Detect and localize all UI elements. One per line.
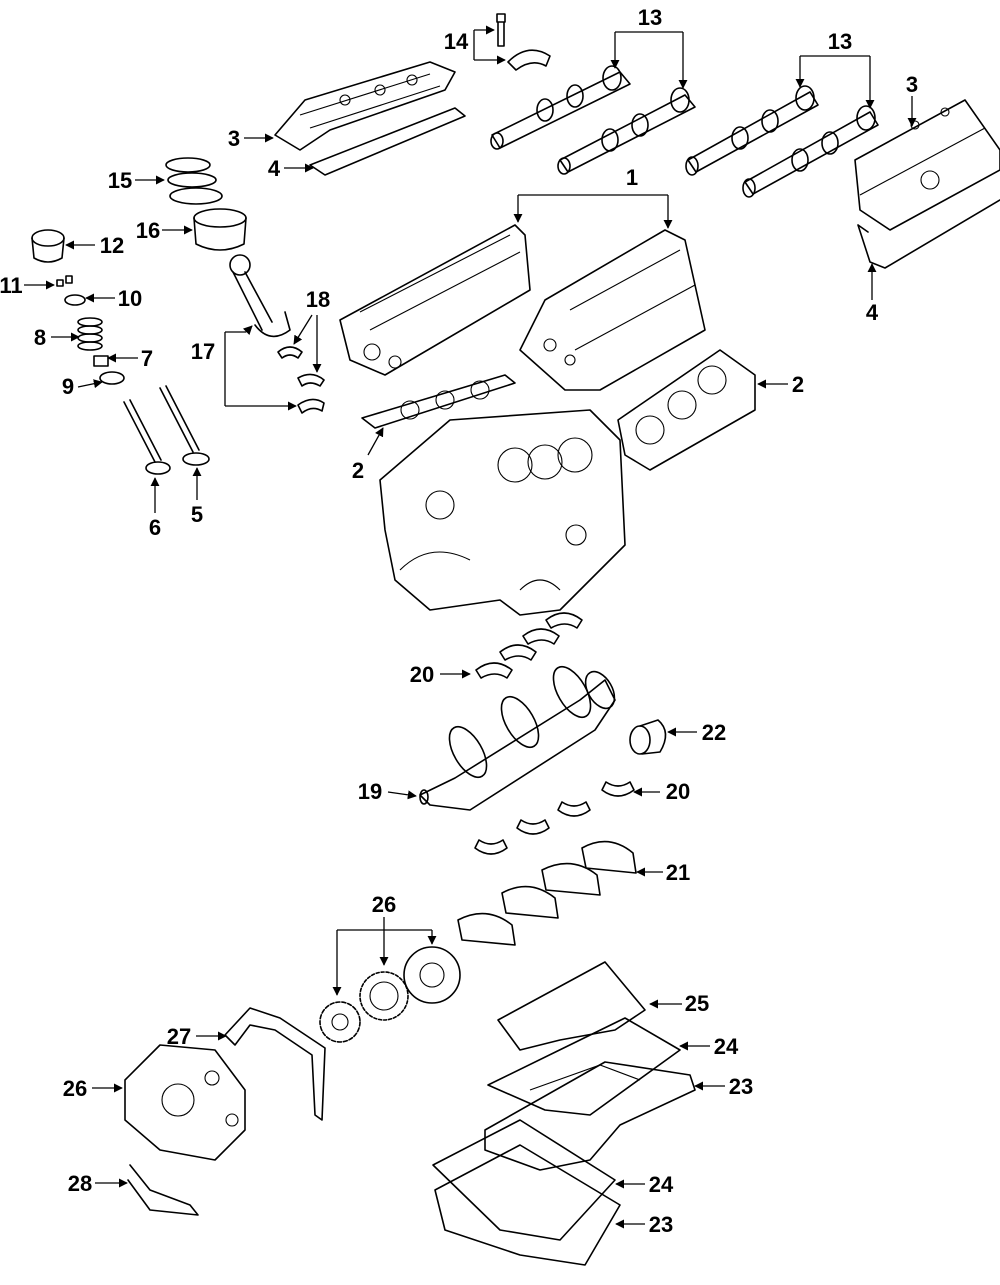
callout-15: 15 bbox=[108, 168, 132, 193]
callout-6: 6 bbox=[149, 515, 161, 540]
callout-labels: 1 2 2 3 3 4 4 5 6 7 8 9 10 11 12 13 13 1… bbox=[0, 5, 918, 1237]
part-9-spring-seat bbox=[99, 371, 125, 385]
part-27-front-cover-gasket bbox=[224, 1007, 326, 1121]
part-20-main-bearings-upper bbox=[475, 612, 583, 679]
callout-3-left: 3 bbox=[228, 126, 240, 151]
part-8-valve-spring bbox=[77, 317, 103, 351]
part-5-exhaust-valve bbox=[159, 385, 210, 466]
part-23-lower-oil-pan bbox=[434, 1144, 621, 1266]
part-14-bolt-and-cap bbox=[496, 13, 551, 71]
callout-4-right: 4 bbox=[866, 300, 879, 325]
callout-10: 10 bbox=[118, 286, 142, 311]
callout-20-lower: 20 bbox=[666, 779, 690, 804]
part-13-camshafts-right bbox=[685, 85, 879, 198]
part-10-retainer bbox=[64, 294, 86, 306]
callout-21: 21 bbox=[666, 860, 690, 885]
part-26-balancer-gear bbox=[403, 946, 461, 1004]
part-26-timing-sprocket bbox=[359, 971, 409, 1021]
callout-16: 16 bbox=[136, 218, 160, 243]
callout-24-upper: 24 bbox=[714, 1034, 739, 1059]
part-13-camshafts-left bbox=[490, 65, 696, 175]
callout-19: 19 bbox=[358, 779, 382, 804]
part-26-oil-pump bbox=[124, 1044, 246, 1161]
callout-20-upper: 20 bbox=[410, 662, 434, 687]
callout-23-upper: 23 bbox=[729, 1074, 753, 1099]
part-2-head-gasket-left bbox=[361, 374, 516, 429]
part-20-main-bearings-lower bbox=[474, 781, 635, 855]
callout-11: 11 bbox=[0, 273, 23, 298]
callout-8: 8 bbox=[34, 325, 46, 350]
part-3-valve-cover-left bbox=[274, 61, 456, 151]
part-16-piston bbox=[193, 208, 247, 251]
part-12-lifter bbox=[31, 229, 65, 263]
part-22-pilot-bushing bbox=[629, 719, 667, 755]
part-25-windage-tray bbox=[497, 961, 646, 1051]
part-2-head-gasket-right bbox=[617, 349, 756, 471]
part-21-main-bearing-caps bbox=[457, 840, 637, 946]
part-24-upper-pan-gasket bbox=[487, 1017, 681, 1116]
callout-12: 12 bbox=[100, 233, 124, 258]
callout-13-right: 13 bbox=[828, 29, 852, 54]
callout-17: 17 bbox=[191, 339, 215, 364]
part-6-intake-valve bbox=[123, 399, 171, 475]
part-4-cover-gasket-left bbox=[309, 107, 466, 176]
callout-18: 18 bbox=[306, 287, 330, 312]
callout-26-timing: 26 bbox=[372, 892, 396, 917]
part-28-oil-pickup bbox=[127, 1164, 199, 1216]
callout-23-lower: 23 bbox=[649, 1212, 673, 1237]
part-24-lower-pan-gasket bbox=[432, 1119, 616, 1241]
part-19-crankshaft bbox=[419, 665, 616, 811]
leader-lines bbox=[24, 25, 917, 1229]
part-3-valve-cover-right bbox=[854, 99, 1000, 231]
callout-7: 7 bbox=[141, 346, 153, 371]
callout-14: 14 bbox=[444, 29, 469, 54]
callout-26-pump: 26 bbox=[63, 1076, 87, 1101]
callout-27: 27 bbox=[167, 1024, 191, 1049]
callout-9: 9 bbox=[62, 374, 74, 399]
callout-13-left: 13 bbox=[638, 5, 662, 30]
callout-24-lower: 24 bbox=[649, 1172, 674, 1197]
part-11-keepers bbox=[56, 275, 73, 287]
engine-block bbox=[379, 409, 626, 616]
part-23-upper-oil-pan bbox=[484, 1061, 696, 1171]
callout-1: 1 bbox=[626, 165, 638, 190]
callout-22: 22 bbox=[702, 720, 726, 745]
callout-2-right: 2 bbox=[792, 372, 804, 397]
part-17-connecting-rod bbox=[229, 254, 291, 338]
callout-5: 5 bbox=[191, 502, 203, 527]
part-15-piston-rings bbox=[165, 157, 223, 205]
callout-2-left: 2 bbox=[352, 458, 364, 483]
part-18-rod-bearings bbox=[277, 346, 325, 414]
part-1-cylinder-head-left bbox=[339, 224, 531, 376]
callout-3-right: 3 bbox=[906, 72, 918, 97]
part-4-cover-gasket-right bbox=[857, 199, 1000, 269]
callout-25: 25 bbox=[685, 991, 709, 1016]
part-26-crank-sprocket bbox=[319, 1001, 361, 1043]
part-7-valve-seal bbox=[93, 355, 109, 367]
part-1-cylinder-head-right bbox=[519, 229, 706, 391]
callout-4-left: 4 bbox=[268, 156, 281, 181]
callout-28: 28 bbox=[68, 1171, 92, 1196]
